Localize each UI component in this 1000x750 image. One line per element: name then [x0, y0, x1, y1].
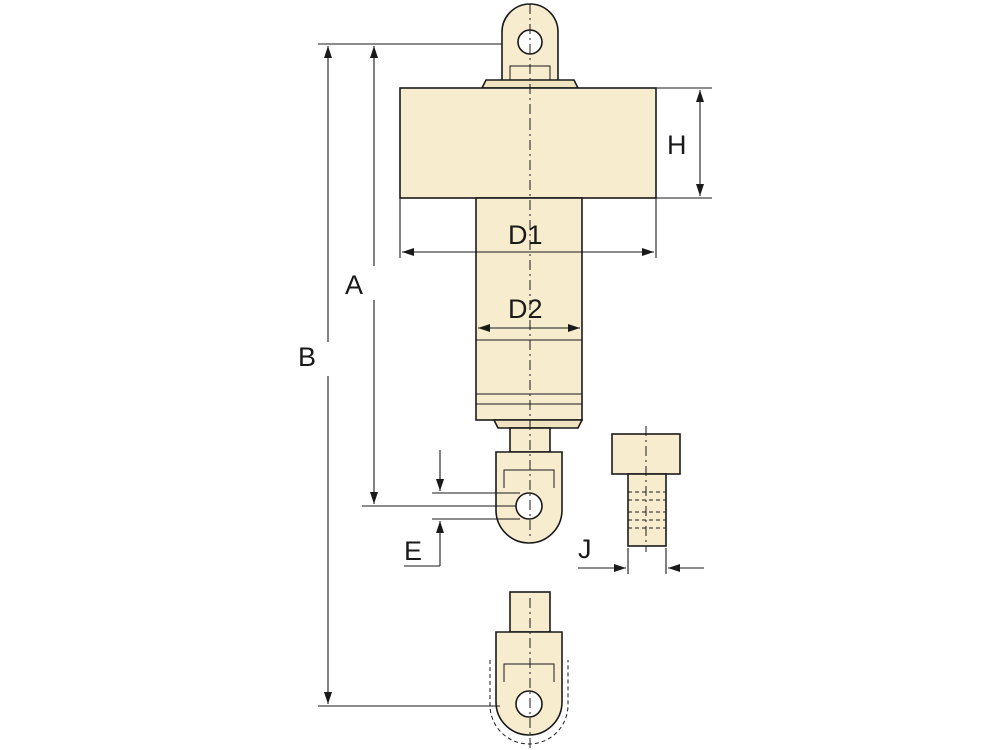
dimension-A: A — [345, 43, 516, 507]
dimension-D2: D2 — [478, 294, 580, 332]
top-clevis-eye — [501, 3, 559, 83]
label-E: E — [404, 536, 422, 566]
extended-clevis-eye — [489, 631, 569, 745]
label-D1: D1 — [508, 220, 543, 250]
label-B: B — [298, 342, 316, 372]
label-J: J — [578, 534, 592, 564]
bottom-clevis-eye — [495, 451, 563, 544]
label-D2: D2 — [508, 294, 543, 324]
bottom-collar — [492, 419, 584, 429]
dimension-E: E — [404, 450, 520, 567]
dimension-D1: D1 — [399, 198, 657, 258]
dimension-H: H — [656, 87, 712, 199]
dimension-B: B — [298, 43, 502, 707]
label-A: A — [345, 270, 363, 300]
label-H: H — [667, 130, 687, 160]
pin-part — [611, 426, 681, 552]
dimension-J: J — [578, 534, 704, 574]
head-block — [399, 87, 657, 199]
cylinder-body — [475, 197, 583, 421]
